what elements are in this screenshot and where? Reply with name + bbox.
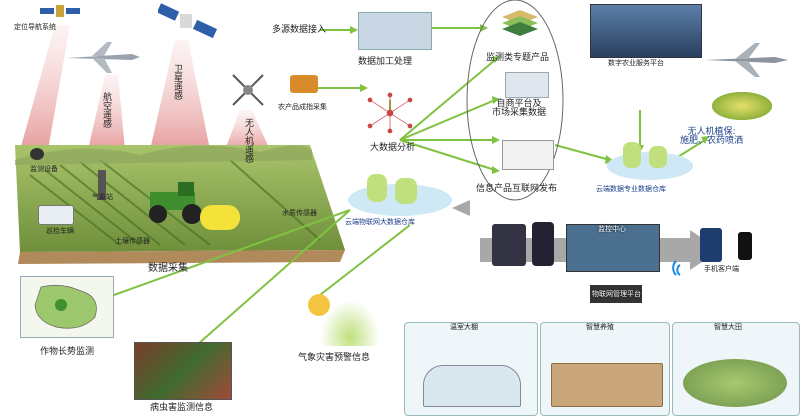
label-pest-info: 病虫害监测信息 — [150, 403, 214, 413]
label-monitor-center: 监控中心 — [598, 225, 626, 233]
label-soil-sensor: 土壤传感器 — [115, 237, 150, 245]
barn-illustration — [551, 363, 663, 407]
label-vehicle: 巡检车辆 — [46, 227, 74, 235]
weather-farmer-illustration — [320, 300, 380, 346]
panel-field — [672, 322, 800, 416]
drone-icon — [228, 70, 268, 110]
label-agri-service-platform: 数字农业服务平台 — [608, 59, 664, 67]
web-publish-icon — [502, 140, 554, 170]
panel-greenhouse — [404, 322, 538, 416]
label-uav-protection: 无人机植保: 施肥、农药喷洒 — [680, 128, 743, 146]
back-arrow — [452, 200, 470, 216]
label-crop-growth: 作物长势监测 — [40, 347, 95, 357]
label-info-publish: 信息产品互联网发布 — [476, 184, 558, 194]
label-uav-remote: 无人机遥感 — [243, 118, 253, 163]
service-platform-screen[interactable] — [590, 4, 702, 58]
processing-center-icon — [358, 12, 432, 50]
cloud-storage-left — [345, 168, 455, 218]
satellite-beam-1 — [20, 25, 70, 150]
label-platform-data: 自商平台及 市场采集数据 — [492, 100, 546, 118]
label-mobile-app: 手机客户端 — [704, 265, 739, 273]
phone-black-icon[interactable] — [738, 232, 752, 260]
label-data-collection: 数据采集 — [148, 263, 188, 274]
label-iot-platform: 物联网管理平台 — [592, 290, 641, 298]
vehicle-icon — [38, 205, 74, 225]
label-water-sensor: 水质传感器 — [282, 209, 317, 217]
label-livestock: 智慧养殖 — [586, 323, 614, 331]
big-data-network-icon — [362, 92, 418, 134]
label-big-data-analysis: 大数据分析 — [370, 143, 416, 153]
iot-platform-box[interactable] — [590, 285, 642, 303]
aircraft-icon — [62, 40, 142, 75]
label-platform-data-text: 自商平台及 市场采集数据 — [492, 99, 547, 118]
weather-station-icon — [98, 170, 106, 200]
label-aerial-remote: 航空遥感 — [101, 92, 111, 128]
label-multi-source-access: 多源数据接入 — [272, 25, 327, 35]
phone-app-icon[interactable] — [532, 222, 554, 266]
label-data-processing: 数据加工处理 — [358, 57, 413, 67]
layers-icon — [500, 8, 540, 38]
flow-arrows — [99, 27, 706, 361]
label-greenhouse: 温室大棚 — [450, 323, 478, 331]
farmland-side — [18, 250, 345, 264]
satellite-beam-2 — [150, 40, 210, 150]
label-field: 智慧大田 — [714, 323, 742, 331]
label-thematic-products: 监测类专题产品 — [486, 53, 550, 63]
aerial-beam — [88, 75, 125, 150]
cloud-storage-right — [605, 138, 695, 182]
crop-growth-map — [20, 276, 114, 338]
label-satellite-remote: 卫星遥感 — [172, 64, 182, 100]
uav-beam — [225, 110, 270, 150]
greenhouse-illustration — [423, 365, 521, 407]
pest-info-map — [134, 342, 232, 400]
sprayer-icon — [200, 205, 240, 230]
field-hills — [15, 145, 312, 165]
monitor-center-screen[interactable] — [566, 224, 660, 272]
satellite-right-icon — [156, 2, 218, 42]
label-ground-monitor: 监测设备 — [30, 165, 58, 173]
panel-livestock — [540, 322, 670, 416]
label-cloud-storage-left: 云端物联网大数据仓库 — [345, 218, 415, 226]
wifi-icon — [668, 255, 696, 283]
phone-right-icon[interactable] — [700, 228, 722, 262]
product-ellipse — [466, 0, 564, 201]
label-agri-product-collect: 农产品成指采集 — [278, 103, 327, 111]
label-weather-station: 气象站 — [92, 193, 113, 201]
uav-spray-field — [712, 92, 772, 120]
handheld-device-icon — [290, 75, 318, 93]
label-satellite-positioning: 定位导航系统 — [14, 23, 56, 31]
label-cloud-storage-right: 云端数据专业数据仓库 — [596, 185, 666, 193]
satellite-left-icon — [40, 2, 80, 20]
camera-icon — [30, 148, 44, 160]
tractor-icon — [140, 180, 220, 225]
label-weather-disaster: 气象灾害预警信息 — [298, 353, 371, 363]
tablet-icon[interactable] — [492, 224, 526, 266]
label-uav-protection-text: 无人机植保: 施肥、农药喷洒 — [680, 127, 744, 146]
platform-building-icon — [505, 72, 549, 98]
uav-right-icon — [700, 40, 790, 80]
field-illustration — [683, 359, 787, 407]
